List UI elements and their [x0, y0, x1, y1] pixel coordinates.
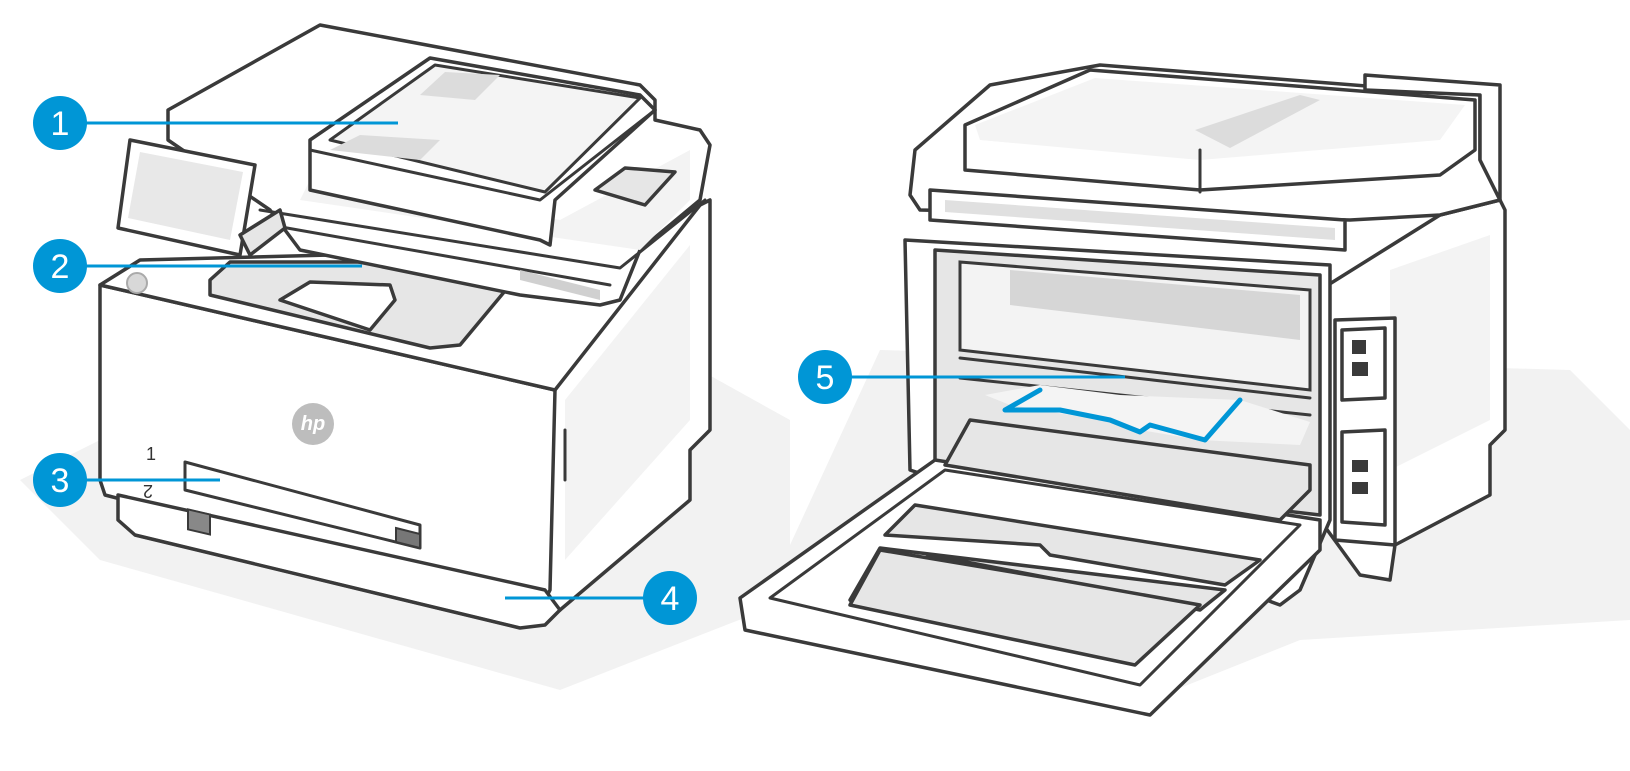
callout-1: 1: [33, 96, 398, 150]
front-scanner-lid-shade: [300, 150, 690, 250]
rear-door-panel: [848, 548, 1202, 667]
callout-1-badge: [33, 96, 87, 150]
paper-jam-sheet: [985, 385, 1310, 445]
ethernet-icon: [1352, 362, 1368, 376]
rear-door-shelf-top: [943, 418, 1312, 522]
front-tray-guide-right: [395, 526, 421, 550]
front-control-panel-stem: [238, 208, 287, 257]
callout-3: 3: [33, 453, 220, 507]
front-tray-face: [116, 493, 562, 630]
front-scanner-lid-edge: [258, 198, 707, 270]
callout-2-label: 2: [51, 248, 70, 286]
hp-logo: hp: [292, 403, 334, 445]
front-body-side-shade: [565, 245, 690, 560]
front-output-extender: [278, 280, 397, 332]
rear-body-side-shade: [1390, 235, 1490, 470]
hp-logo-text: hp: [301, 413, 325, 435]
front-tray-guide-left: [187, 508, 211, 536]
front-scanner-lid-edge2: [268, 223, 612, 287]
tray-marker-1: 1: [146, 444, 156, 464]
front-scanner-side-tab: [593, 166, 677, 207]
callout-5-label: 5: [816, 359, 835, 397]
usb-icon: [1352, 340, 1366, 354]
printer-rear-icon: [738, 63, 1630, 717]
front-control-panel-screen: [128, 152, 243, 240]
rear-door-shelf-mid: [883, 503, 1262, 587]
callout-5: 5: [798, 350, 1125, 404]
callout-3-label: 3: [51, 462, 70, 500]
callout-1-label: 1: [51, 105, 70, 143]
front-tray-bottom-line: [133, 533, 522, 630]
callout-5-badge: [798, 350, 852, 404]
paper-jam-highlight: [1002, 387, 1243, 443]
front-scanner-glass-rail: [520, 270, 600, 300]
rear-adf-top: [975, 78, 1465, 160]
callout-2-badge: [33, 239, 87, 293]
rear-adf-tray: [1195, 95, 1320, 148]
phone-icon: [1352, 482, 1368, 494]
front-adf-input-tray: [328, 63, 642, 194]
rear-ports-lower: [1340, 428, 1387, 527]
callout-4-badge: [643, 571, 697, 625]
callout-3-badge: [33, 453, 87, 507]
printer-front-icon: hp 1 2: [20, 23, 790, 690]
front-power-button: [126, 272, 148, 294]
rear-opening-inner-panel: [1010, 270, 1300, 340]
fax-line-icon: [1352, 460, 1368, 472]
front-adf-paper-guide2: [330, 135, 440, 160]
front-adf-front-edge: [308, 108, 657, 202]
callout-4-label: 4: [661, 580, 680, 618]
tray-marker-2: 2: [143, 481, 153, 501]
callout-4: 4: [505, 571, 697, 625]
rear-scanner-slot-inner: [945, 200, 1335, 240]
front-adf-paper-guide: [420, 72, 500, 100]
rear-roller: [958, 356, 1312, 400]
callout-2: 2: [33, 239, 362, 293]
